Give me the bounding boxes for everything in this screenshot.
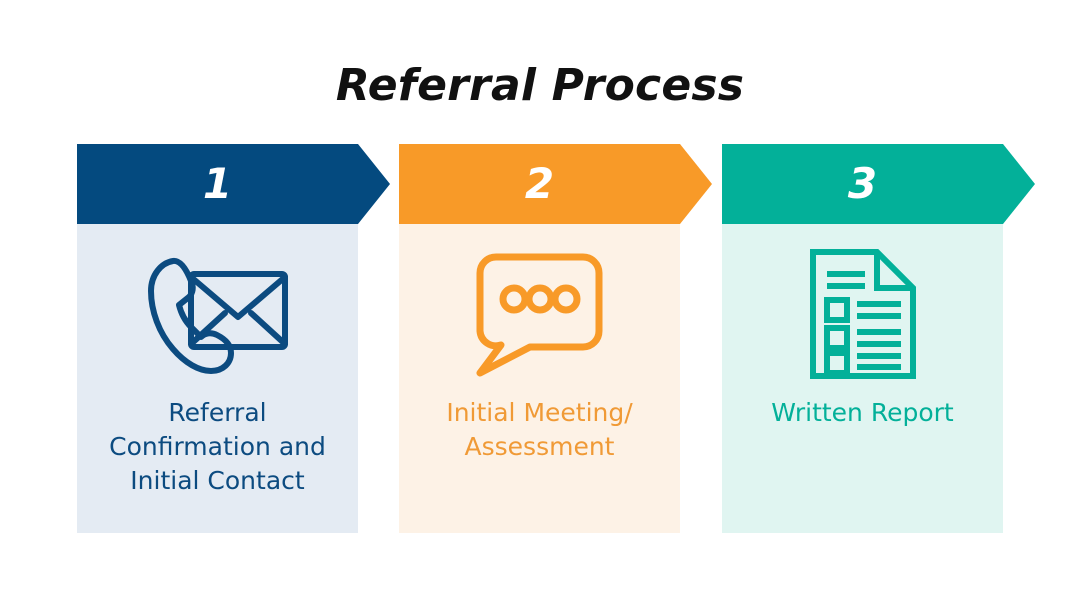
step-3-arrow-banner: 3 [722, 144, 1035, 224]
step-2-arrow-banner: 2 [399, 144, 712, 224]
step-1-caption: Referral Confirmation and Initial Contac… [109, 398, 326, 495]
process-step-1: 1 Referral Confirmation and Initial Cont… [77, 144, 390, 533]
step-3-number: 3 [847, 159, 878, 208]
step-1-arrow-banner: 1 [77, 144, 390, 224]
phone-envelope-icon [77, 239, 358, 389]
step-1-number: 1 [202, 159, 233, 208]
step-3-caption: Written Report [771, 398, 954, 427]
page-title: Referral Process [335, 60, 745, 111]
document-checklist-icon [722, 239, 1003, 389]
speech-bubble-icon [399, 239, 680, 389]
process-step-3: 3 W [722, 144, 1035, 533]
step-2-panel [399, 224, 680, 533]
step-2-caption: Initial Meeting/ Assessment [446, 398, 633, 461]
step-2-number: 2 [524, 159, 555, 208]
process-step-2: 2 Initial Meeting/ Assessment [399, 144, 712, 533]
